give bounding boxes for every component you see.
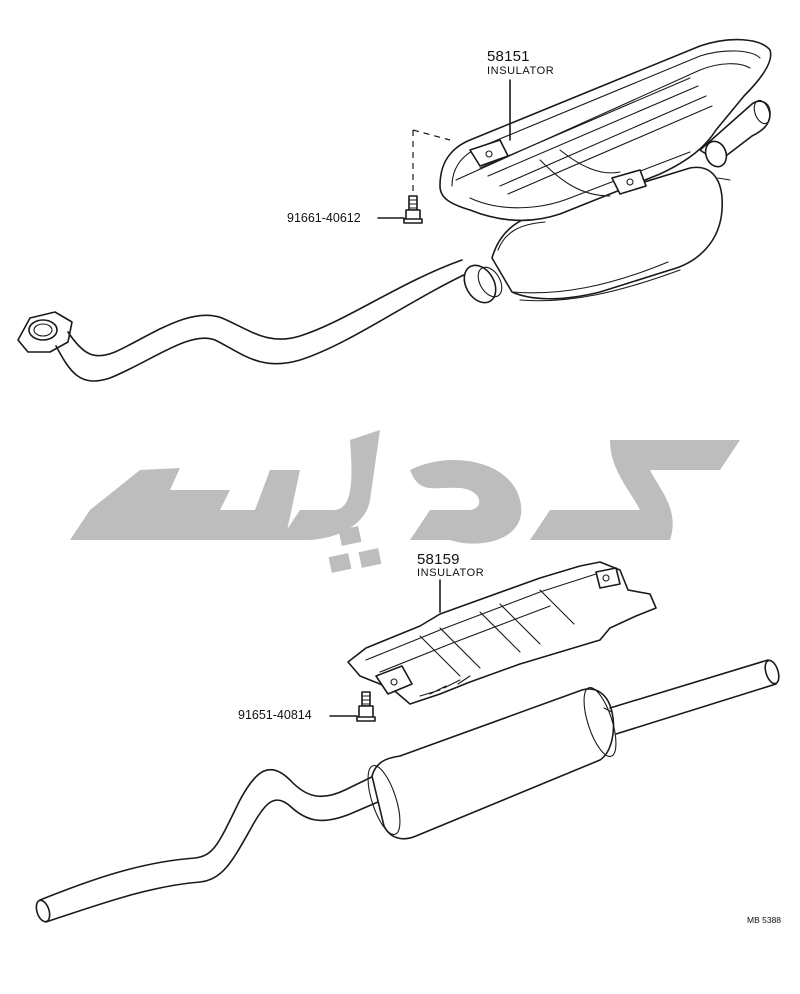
diagram-code: MB 5388	[747, 915, 782, 925]
insulator-58151	[439, 38, 772, 222]
fastener-number-91661-40612: 91661-40612	[287, 211, 361, 225]
watermark-logo	[70, 430, 740, 573]
main-muffler	[367, 659, 780, 840]
tail-pipe	[35, 768, 393, 923]
bolt-91661-40612	[403, 195, 423, 224]
part-name-58159: INSULATOR	[417, 567, 485, 579]
fastener-number-91651-40814: 91651-40814	[238, 708, 312, 722]
center-muffler	[491, 99, 771, 302]
insulator-58159	[347, 561, 657, 705]
part-number-58151: 58151	[487, 48, 530, 65]
part-name-58151: INSULATOR	[487, 65, 555, 77]
bolt-91651-40814	[356, 691, 376, 722]
part-number-58159: 58159	[417, 551, 460, 568]
front-exhaust-pipe	[17, 259, 503, 382]
